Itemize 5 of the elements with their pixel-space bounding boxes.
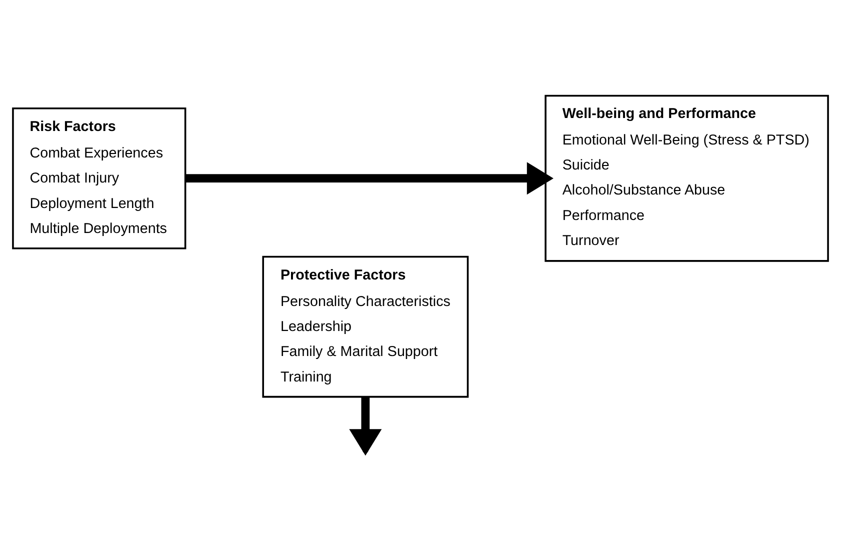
node-box: Well-being and Performance Emotional Well-Being (Stress & PTSD) Suicide Alcohol/Substance Abuse Performance Turnover [544, 94, 829, 262]
arrow [185, 162, 554, 194]
arrow [349, 396, 382, 456]
node-box: Risk Factors Combat Experiences Combat Injury Deployment Length Multiple Deployments [12, 106, 186, 249]
node-box: Protective Factors Personality Characteristics Leadership Family & Marital Support Training [262, 255, 469, 398]
